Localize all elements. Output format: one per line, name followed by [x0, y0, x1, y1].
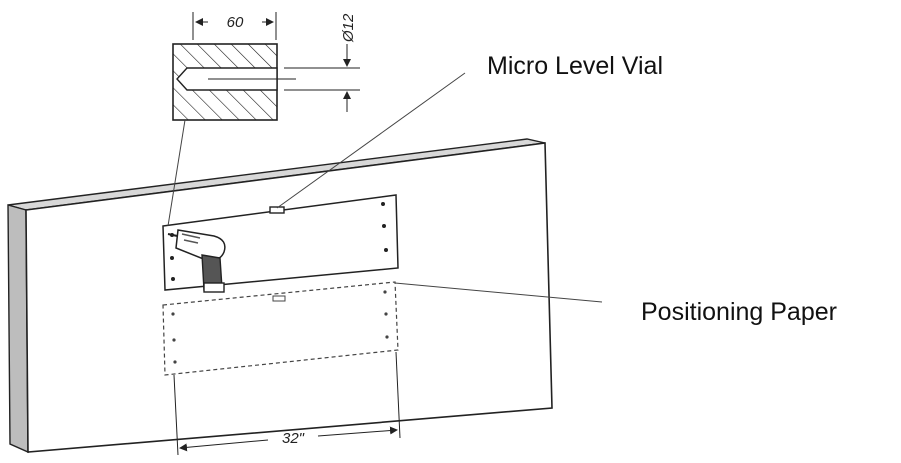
diameter-dimension-label: Ø12: [340, 13, 357, 43]
spacing-dimension-label: 32": [282, 430, 305, 447]
positioning-paper-label: Positioning Paper: [641, 298, 837, 327]
drill-hole-section: [173, 12, 360, 120]
micro-level-vial-label: Micro Level Vial: [487, 52, 663, 81]
depth-dimension-label: 60: [227, 14, 244, 31]
